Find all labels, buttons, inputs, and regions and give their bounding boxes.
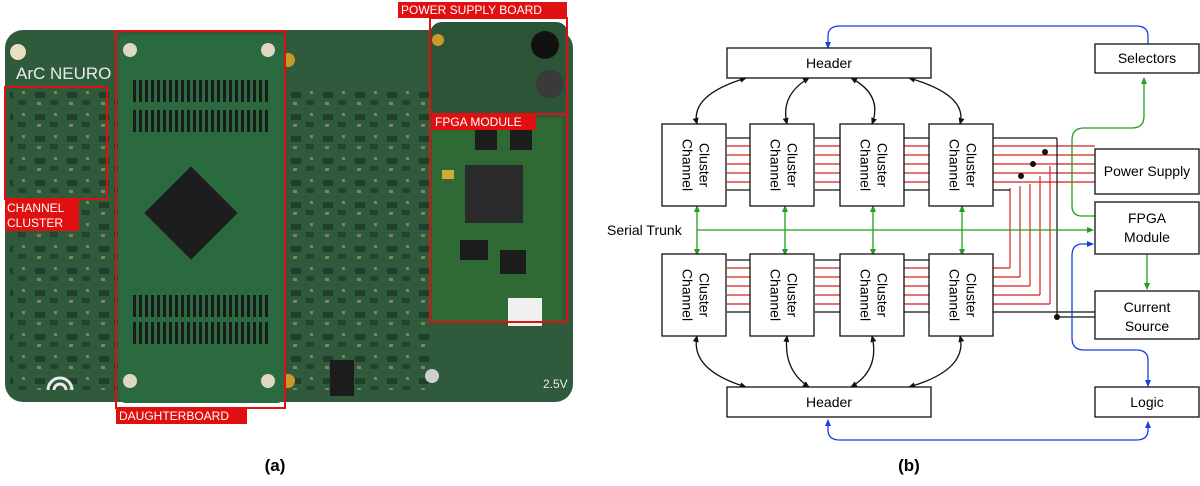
channel-cluster-text-line2: Cluster [963,273,979,318]
power-supply-box: Power Supply [1094,148,1200,195]
header-top-text: Header [806,55,852,71]
fpga-component [475,128,497,150]
power-supply-board-label-bg [398,2,567,18]
red-bus-lines [727,145,1095,305]
blue-lines [825,25,1151,441]
fpga-module-text-line2: Module [1124,229,1170,245]
channel-cluster-text-line1: Channel [767,269,783,321]
header-pins [133,322,269,344]
fpga-module-label: FPGA MODULE [435,115,522,129]
header-pins [133,295,269,317]
channel-cluster-text-line1: Channel [946,269,962,321]
header-bottom-text: Header [806,394,852,410]
channel-cluster-text-line1: Channel [679,269,695,321]
mount-hole [261,374,275,388]
channel-cluster-text-line1: Channel [857,269,873,321]
barrel-jack [531,31,559,59]
daughterboard-label: DAUGHTERBOARD [119,409,229,423]
bottom-ic [330,360,354,396]
selectors-text: Selectors [1118,50,1176,66]
capacitor [536,70,564,98]
power-supply-board-label: POWER SUPPLY BOARD [401,3,542,17]
daughterboard-chip [144,166,238,260]
logic-text: Logic [1130,394,1163,410]
current-source-text-line1: Current [1124,299,1171,315]
current-source-box: Current Source [1094,290,1200,340]
channel-cluster-text-line2: Cluster [784,273,800,318]
board-silkscreen: ArC NEURO [16,64,111,83]
selectors-box: Selectors [1094,43,1200,74]
header-bottom-box: Header [726,386,932,418]
channel-cluster-text-line2: Cluster [963,143,979,188]
header-pins [133,80,269,102]
serial-trunk-label: Serial Trunk [607,222,683,238]
channel-cluster-text-line2: Cluster [696,273,712,318]
mount-hole [10,44,26,60]
mount-hole [261,43,275,57]
daughterboard-label-bg [116,408,247,424]
channel-cluster-label-bg [5,199,79,231]
mount-hole [432,34,444,46]
channel-cluster-text-line2: Cluster [696,143,712,188]
channel-cluster-text-line2: Cluster [874,143,890,188]
header-top-box: Header [726,47,932,79]
mount-hole [123,374,137,388]
fpga-component [510,128,532,150]
yellow-component [442,170,454,179]
fpga-component [500,250,526,274]
current-source-text-line2: Source [1125,318,1170,334]
channel-cluster-text-line1: Channel [767,139,783,191]
channel-cluster-text-line1: Channel [946,139,962,191]
channel-cluster-label-line2: CLUSTER [7,216,63,230]
power-supply-text: Power Supply [1104,163,1190,179]
header-arrows [692,76,965,389]
reset-button [425,369,439,383]
fpga-module-label-bg [432,114,536,130]
fpga-chip [465,165,523,223]
channel-cluster-text-line2: Cluster [874,273,890,318]
channel-cluster-text-line1: Channel [679,139,695,191]
panel-a-photo: ArC NEURO 2.5V POWER SUPPLY BOARD FPGA M… [4,2,573,475]
black-bus-lines [727,137,1095,318]
fpga-component [460,240,488,260]
logo-icon [46,376,74,391]
logic-box: Logic [1094,386,1200,418]
junction-dots [1018,149,1060,320]
caption-b: (b) [898,456,920,475]
channel-cluster-text-line1: Channel [857,139,873,191]
channel-cluster-label-line1: CHANNEL [7,201,65,215]
mount-hole [123,43,137,57]
channel-cluster-text-line2: Cluster [784,143,800,188]
voltage-silkscreen: 2.5V [543,377,568,391]
fpga-module-text-line1: FPGA [1128,210,1167,226]
fpga-module-box: FPGA Module [1094,201,1200,255]
caption-a: (a) [265,456,286,475]
header-pins [133,110,269,132]
